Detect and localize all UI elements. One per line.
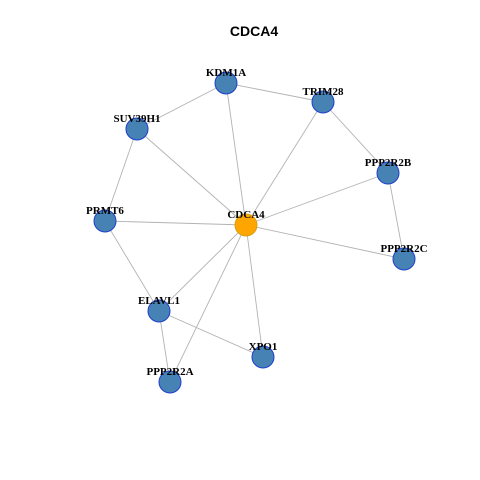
node-ppp2r2b xyxy=(376,161,400,185)
edges-layer xyxy=(104,82,405,383)
node-label-trim28: TRIM28 xyxy=(303,86,344,98)
node-kdm1a xyxy=(214,71,238,95)
edge-cdca4-trim28 xyxy=(245,101,324,226)
node-label-ppp2r2b: PPP2R2B xyxy=(365,157,412,169)
edge-cdca4-suv39h1 xyxy=(136,128,247,226)
node-ppp2r2c xyxy=(392,247,416,271)
edge-trim28-ppp2r2b xyxy=(322,101,389,174)
edge-cdca4-ppp2r2c xyxy=(245,224,405,260)
edge-kdm1a-trim28 xyxy=(225,82,324,103)
edge-suv39h1-prmt6 xyxy=(104,128,138,222)
edge-cdca4-ppp2r2a xyxy=(169,224,247,383)
edge-cdca4-prmt6 xyxy=(104,220,247,226)
edge-elavl1-xpo1 xyxy=(158,310,264,358)
node-cdca4 xyxy=(234,213,258,237)
diagram-title: CDCA4 xyxy=(230,23,278,39)
node-xpo1 xyxy=(251,345,275,369)
node-label-elavl1: ELAVL1 xyxy=(138,295,180,307)
nodes-layer xyxy=(93,71,416,394)
node-label-xpo1: XPO1 xyxy=(249,341,278,353)
node-suv39h1 xyxy=(125,117,149,141)
edge-ppp2r2b-ppp2r2c xyxy=(387,172,405,260)
node-label-ppp2r2a: PPP2R2A xyxy=(146,366,193,378)
edge-elavl1-ppp2r2a xyxy=(158,310,171,383)
edge-cdca4-kdm1a xyxy=(225,82,247,226)
edge-cdca4-xpo1 xyxy=(245,224,264,358)
edge-kdm1a-suv39h1 xyxy=(136,82,227,130)
node-label-suv39h1: SUV39H1 xyxy=(113,113,160,125)
edge-prmt6-elavl1 xyxy=(104,220,160,312)
node-elavl1 xyxy=(147,299,171,323)
node-trim28 xyxy=(311,90,335,114)
node-label-prmt6: PRMT6 xyxy=(86,205,124,217)
node-prmt6 xyxy=(93,209,117,233)
edge-cdca4-ppp2r2b xyxy=(245,172,389,226)
edge-cdca4-elavl1 xyxy=(158,224,247,312)
node-label-ppp2r2c: PPP2R2C xyxy=(380,243,427,255)
node-ppp2r2a xyxy=(158,370,182,394)
node-label-kdm1a: KDM1A xyxy=(206,67,246,79)
node-label-cdca4: CDCA4 xyxy=(227,209,265,221)
